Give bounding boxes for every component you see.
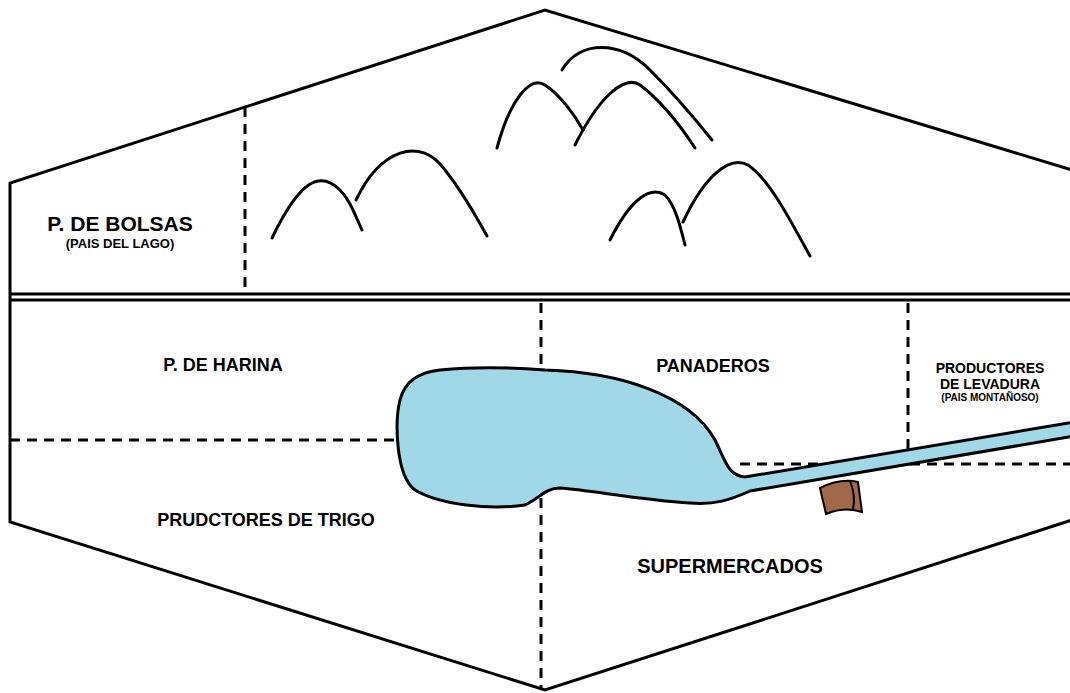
bridge xyxy=(820,481,862,514)
mountain xyxy=(356,151,487,236)
region-label: PRODUCTORES DE LEVADURA(PAIS MONTAÑOSO) xyxy=(927,358,1053,406)
region-label: P. DE BOLSAS(PAIS DEL LAGO) xyxy=(43,210,196,253)
double-border xyxy=(10,293,1070,296)
bridge-edge xyxy=(850,481,854,509)
region-label: PRUDCTORES DE TRIGO xyxy=(153,508,379,533)
bridge-deck xyxy=(820,481,862,514)
region-label: SUPERMERCADOS xyxy=(633,553,827,580)
country-outline xyxy=(10,10,1070,690)
mountain xyxy=(497,83,583,148)
border-line xyxy=(10,439,400,442)
border-line xyxy=(540,498,543,688)
mountains xyxy=(272,48,810,257)
mountain xyxy=(575,83,695,149)
mountain xyxy=(610,192,685,245)
mountain xyxy=(272,181,362,238)
region-name: PRODUCTORES DE LEVADURA xyxy=(931,360,1049,392)
hexagon-border xyxy=(10,10,1070,690)
region-note: (PAIS DEL LAGO) xyxy=(47,237,192,252)
region-name: PRUDCTORES DE TRIGO xyxy=(157,510,375,531)
double-border xyxy=(10,299,1070,302)
border-line xyxy=(907,303,910,463)
border-line xyxy=(244,107,247,294)
region-label: P. DE HARINA xyxy=(159,353,287,378)
region-label: PANADEROS xyxy=(652,354,774,379)
region-name: SUPERMERCADOS xyxy=(637,555,823,578)
mountain xyxy=(683,162,810,256)
region-name: P. DE HARINA xyxy=(163,355,283,376)
region-note: (PAIS MONTAÑOSO) xyxy=(931,392,1049,404)
region-name: P. DE BOLSAS xyxy=(47,212,192,236)
region-name: PANADEROS xyxy=(656,356,770,377)
border-line xyxy=(540,303,543,370)
